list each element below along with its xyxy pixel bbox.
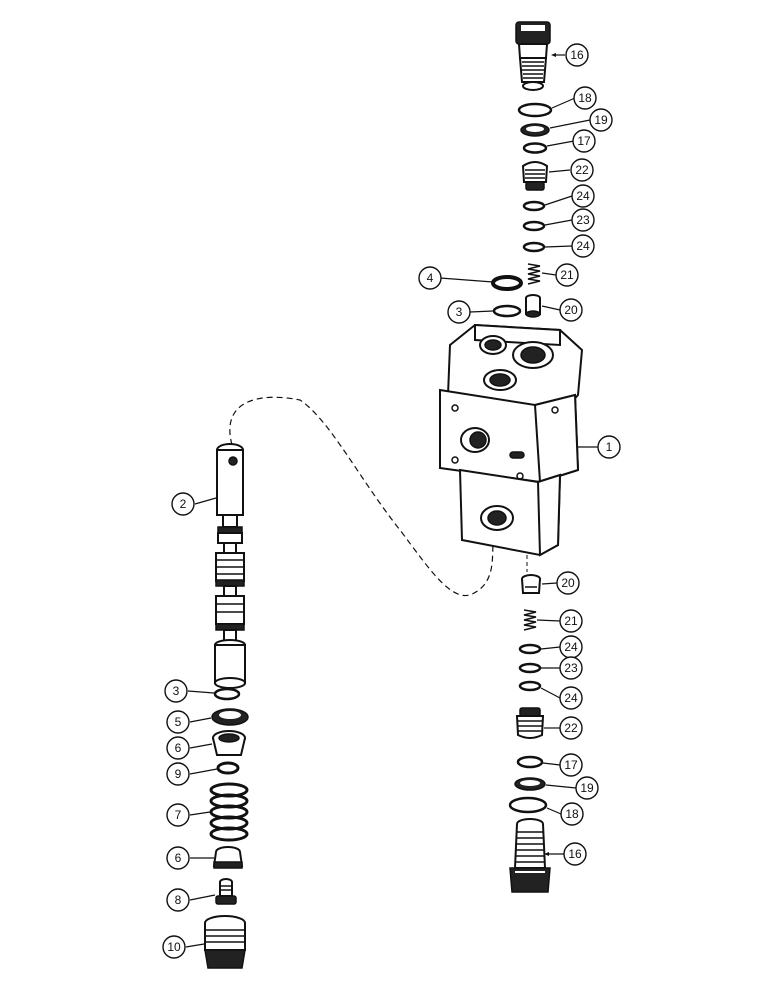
callout-9-label: 9	[175, 767, 182, 781]
callout-21-top-label: 21	[560, 268, 574, 282]
spring-7	[209, 782, 249, 842]
callout-2-label: 2	[180, 497, 187, 511]
callout-2: 2	[171, 492, 195, 516]
check-poppet-20-top	[525, 294, 541, 318]
callout-16-bottom: 16	[563, 842, 587, 866]
callout-19-top-label: 19	[594, 113, 608, 127]
callout-22-top-label: 22	[575, 163, 589, 177]
callout-7: 7	[166, 803, 190, 827]
o-ring-17-top	[522, 142, 548, 154]
callout-22-top: 22	[570, 158, 594, 182]
cap-10	[204, 915, 246, 969]
o-ring-23-bottom	[518, 662, 542, 674]
callout-24-bottom-a: 24	[559, 635, 583, 659]
callout-18-bottom-label: 18	[565, 807, 579, 821]
callout-3-bottom-label: 3	[173, 684, 180, 698]
callout-5-label: 5	[175, 715, 182, 729]
callout-24-top-a: 24	[571, 184, 595, 208]
seal-4	[491, 275, 523, 291]
callout-19-top: 19	[589, 108, 613, 132]
callout-23-bottom: 23	[559, 656, 583, 680]
callout-17-bottom-label: 17	[564, 758, 578, 772]
callout-10-label: 10	[167, 940, 181, 954]
plug-16-bottom	[509, 818, 551, 893]
o-ring-18-bottom	[508, 796, 548, 814]
callout-20-bottom: 20	[556, 571, 580, 595]
retainer-6-top	[212, 730, 246, 756]
callout-23-top-label: 23	[576, 213, 590, 227]
callout-6-top-label: 6	[175, 741, 182, 755]
callout-4: 4	[418, 266, 442, 290]
callout-6-top: 6	[166, 736, 190, 760]
callout-6-bottom-label: 6	[175, 851, 182, 865]
callout-7-label: 7	[175, 808, 182, 822]
assembly-path-line	[229, 396, 494, 597]
callout-23-bottom-label: 23	[564, 661, 578, 675]
callout-24-top-b: 24	[571, 234, 595, 258]
spool-2	[214, 443, 246, 689]
callout-24-top-a-label: 24	[576, 189, 590, 203]
callout-9: 9	[166, 762, 190, 786]
callout-21-bottom-label: 21	[564, 614, 578, 628]
callout-18-top-label: 18	[578, 91, 592, 105]
callout-6-bottom: 6	[166, 846, 190, 870]
backup-ring-24-bottom-b	[518, 680, 542, 692]
o-ring-3-top	[492, 304, 522, 318]
o-ring-23-top	[522, 220, 546, 232]
callout-18-bottom: 18	[560, 802, 584, 826]
backup-ring-24-bottom-a	[518, 643, 542, 655]
backup-ring-19-top	[520, 123, 550, 137]
seal-5	[211, 708, 249, 726]
callout-20-top-label: 20	[564, 303, 578, 317]
callout-8-label: 8	[175, 893, 182, 907]
backup-ring-24-top-a	[522, 200, 546, 212]
callout-19-bottom-label: 19	[580, 781, 594, 795]
callout-10: 10	[162, 935, 186, 959]
poppet-22-top	[521, 161, 549, 191]
spring-21-top	[527, 263, 541, 285]
callout-24-bottom-b-label: 24	[564, 691, 578, 705]
callout-20-bottom-label: 20	[561, 576, 575, 590]
callout-24-bottom-b: 24	[559, 686, 583, 710]
poppet-22-bottom	[515, 707, 545, 739]
callout-24-top-b-label: 24	[576, 239, 590, 253]
callout-3-top: 3	[447, 300, 471, 324]
callout-16-bottom-label: 16	[568, 847, 582, 861]
o-ring-18-top	[517, 102, 553, 118]
check-poppet-20-bottom	[521, 574, 541, 594]
callout-4-label: 4	[427, 271, 434, 285]
valve-body-1	[439, 323, 584, 557]
callout-17-bottom: 17	[559, 753, 583, 777]
o-ring-17-bottom	[516, 755, 544, 769]
o-ring-3-bottom	[213, 687, 241, 701]
callout-16-top: 16	[565, 43, 589, 67]
spacer-9	[216, 761, 240, 775]
callout-24-bottom-a-label: 24	[564, 640, 578, 654]
callout-22-bottom-label: 22	[564, 721, 578, 735]
callout-1: 1	[597, 435, 621, 459]
backup-ring-24-top-b	[522, 241, 546, 253]
callout-17-top: 17	[572, 129, 596, 153]
callout-16-top-label: 16	[570, 48, 584, 62]
plug-16-top	[515, 21, 551, 91]
callout-3-bottom: 3	[164, 679, 188, 703]
callout-1-label: 1	[606, 440, 613, 454]
callout-17-top-label: 17	[577, 134, 591, 148]
leader-lines	[185, 53, 598, 948]
bolt-8	[215, 878, 237, 905]
callout-21-top: 21	[555, 263, 579, 287]
callout-8: 8	[166, 888, 190, 912]
callout-18-top: 18	[573, 86, 597, 110]
spring-21-bottom	[523, 609, 537, 631]
callout-3-top-label: 3	[456, 305, 463, 319]
callout-19-bottom: 19	[575, 776, 599, 800]
backup-ring-19-bottom	[514, 777, 546, 791]
callout-23-top: 23	[571, 208, 595, 232]
callout-5: 5	[166, 710, 190, 734]
retainer-6-bottom	[212, 846, 244, 869]
callout-21-bottom: 21	[559, 609, 583, 633]
callout-20-top: 20	[559, 298, 583, 322]
callout-22-bottom: 22	[559, 716, 583, 740]
